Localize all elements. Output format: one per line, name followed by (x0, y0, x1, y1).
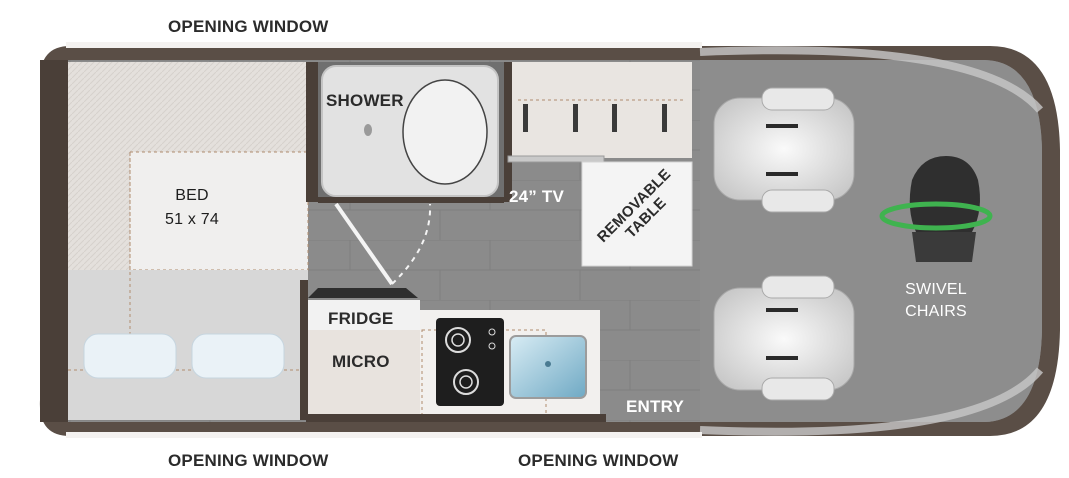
side-wall-bottom (306, 414, 606, 422)
swivel-seat-icon (879, 156, 993, 262)
tv-label: 24” TV (509, 187, 565, 206)
fridge (308, 300, 420, 330)
removable-table (581, 161, 693, 267)
hook-4 (662, 104, 667, 132)
burner-1-inner (451, 333, 465, 347)
window-label-bottom-right: OPENING WINDOW (518, 451, 679, 470)
burner-2 (453, 369, 479, 395)
shower-label: SHOWER (326, 91, 404, 110)
hook-2 (573, 104, 578, 132)
galley-partition (300, 280, 308, 420)
bed-size-label: 51 x 74 (165, 211, 219, 228)
shower-wall (504, 62, 512, 202)
pillow-left (83, 333, 177, 379)
knob-1 (488, 328, 496, 336)
entry-label: ENTRY (626, 397, 684, 416)
window-label-bottom-left: OPENING WINDOW (168, 451, 329, 470)
hook-3 (612, 104, 617, 132)
rear-wall (40, 60, 68, 422)
pillow-right (191, 333, 285, 379)
bed-mattress (129, 151, 309, 271)
micro-label: MICRO (332, 352, 390, 371)
cab-trim-bottom (699, 367, 1044, 436)
swivel-label-line1: SWIVEL (905, 281, 967, 298)
door-swing (391, 203, 432, 285)
window-strip-bottom (66, 432, 702, 438)
burner-1 (445, 327, 471, 353)
shower-drain (364, 124, 372, 136)
swivel-label-line2: CHAIRS (905, 303, 967, 320)
cooktop (436, 318, 504, 406)
sink-drain (545, 361, 551, 367)
window-strip-top (66, 42, 702, 48)
front-chair-top (713, 87, 855, 213)
microwave (308, 330, 420, 420)
toilet-bowl (402, 79, 488, 185)
knob-2 (488, 342, 496, 350)
hook-1 (523, 104, 528, 132)
tv (507, 155, 605, 163)
fridge-label: FRIDGE (328, 309, 394, 328)
fridge-top (308, 288, 418, 298)
front-chair-bottom (713, 275, 855, 401)
partition-wall (306, 62, 318, 202)
bed-label: BED (175, 187, 209, 204)
window-label-top: OPENING WINDOW (168, 17, 329, 36)
shower-door (334, 202, 394, 286)
burner-2-inner (459, 375, 473, 389)
cab-trim-top (699, 46, 1044, 113)
